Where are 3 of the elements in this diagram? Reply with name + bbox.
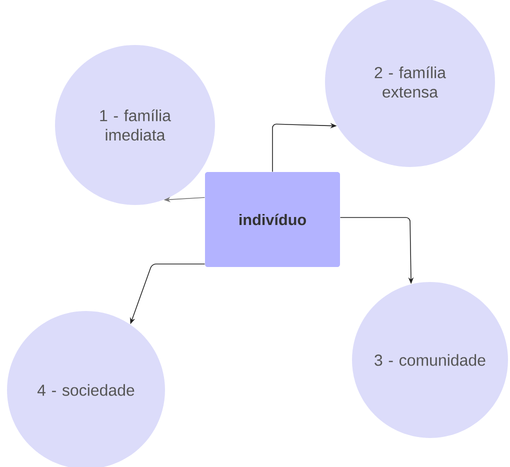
- circle-node: 3 - comunidade: [352, 282, 508, 438]
- circle-node: 1 - família imediata: [55, 45, 215, 205]
- process-box: indivíduo: [205, 172, 340, 267]
